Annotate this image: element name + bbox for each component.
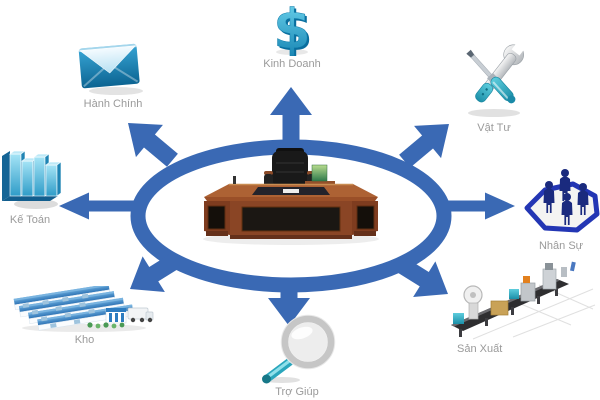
arrow-south	[268, 281, 310, 326]
node-vat-tu: Vật Tư	[452, 40, 536, 135]
arrow-northwest	[128, 123, 178, 167]
node-label-nhan-su: Nhân Sự	[538, 240, 584, 252]
green-box-icon	[311, 164, 328, 182]
screwdriver-icon	[466, 49, 516, 104]
arrow-west	[59, 192, 135, 220]
magnifier-icon	[262, 314, 336, 384]
bar-chart-icon	[2, 150, 62, 209]
node-label-tro-giup: Trợ Giúp	[275, 386, 319, 398]
svg-text:$: $	[275, 3, 313, 56]
node-nhan-su: Nhân Sự	[521, 158, 600, 253]
shed-icon	[105, 308, 127, 324]
arrow-east	[439, 192, 515, 220]
node-kinh-doanh: $ $ Kinh Doanh	[258, 3, 326, 71]
truck-icon	[127, 307, 154, 323]
node-label-san-xuat: Sản Xuất	[457, 343, 503, 355]
tools-icon	[466, 40, 528, 117]
dollar-icon: $ $	[273, 3, 313, 56]
arrow-southwest	[130, 252, 182, 292]
node-tro-giup: Trợ Giúp	[252, 314, 342, 399]
executive-desk-icon	[203, 148, 379, 245]
node-san-xuat: Sản Xuất	[443, 261, 598, 356]
wrench-icon	[475, 40, 528, 103]
node-kho: Kho	[12, 286, 157, 347]
node-label-kho: Kho	[74, 334, 95, 346]
node-label-ke-toan: Kế Toán	[9, 214, 51, 226]
arrow-northeast	[399, 124, 449, 168]
production-line-icon	[451, 261, 596, 340]
node-label-hanh-chinh: Hành Chính	[83, 98, 143, 110]
people-icon	[524, 169, 600, 233]
node-label-kinh-doanh: Kinh Doanh	[263, 58, 321, 70]
arrow-southeast	[396, 257, 448, 297]
svg-text:$: $	[273, 3, 311, 56]
node-label-vat-tu: Vật Tư	[477, 122, 511, 134]
arrow-north	[270, 87, 312, 145]
arrow-group	[59, 87, 515, 326]
envelope-icon	[78, 43, 143, 95]
warehouse-icon	[13, 286, 154, 332]
node-hanh-chinh: Hành Chính	[70, 36, 156, 111]
bushes-icon	[87, 322, 125, 329]
node-ke-toan: Kế Toán	[0, 146, 62, 227]
